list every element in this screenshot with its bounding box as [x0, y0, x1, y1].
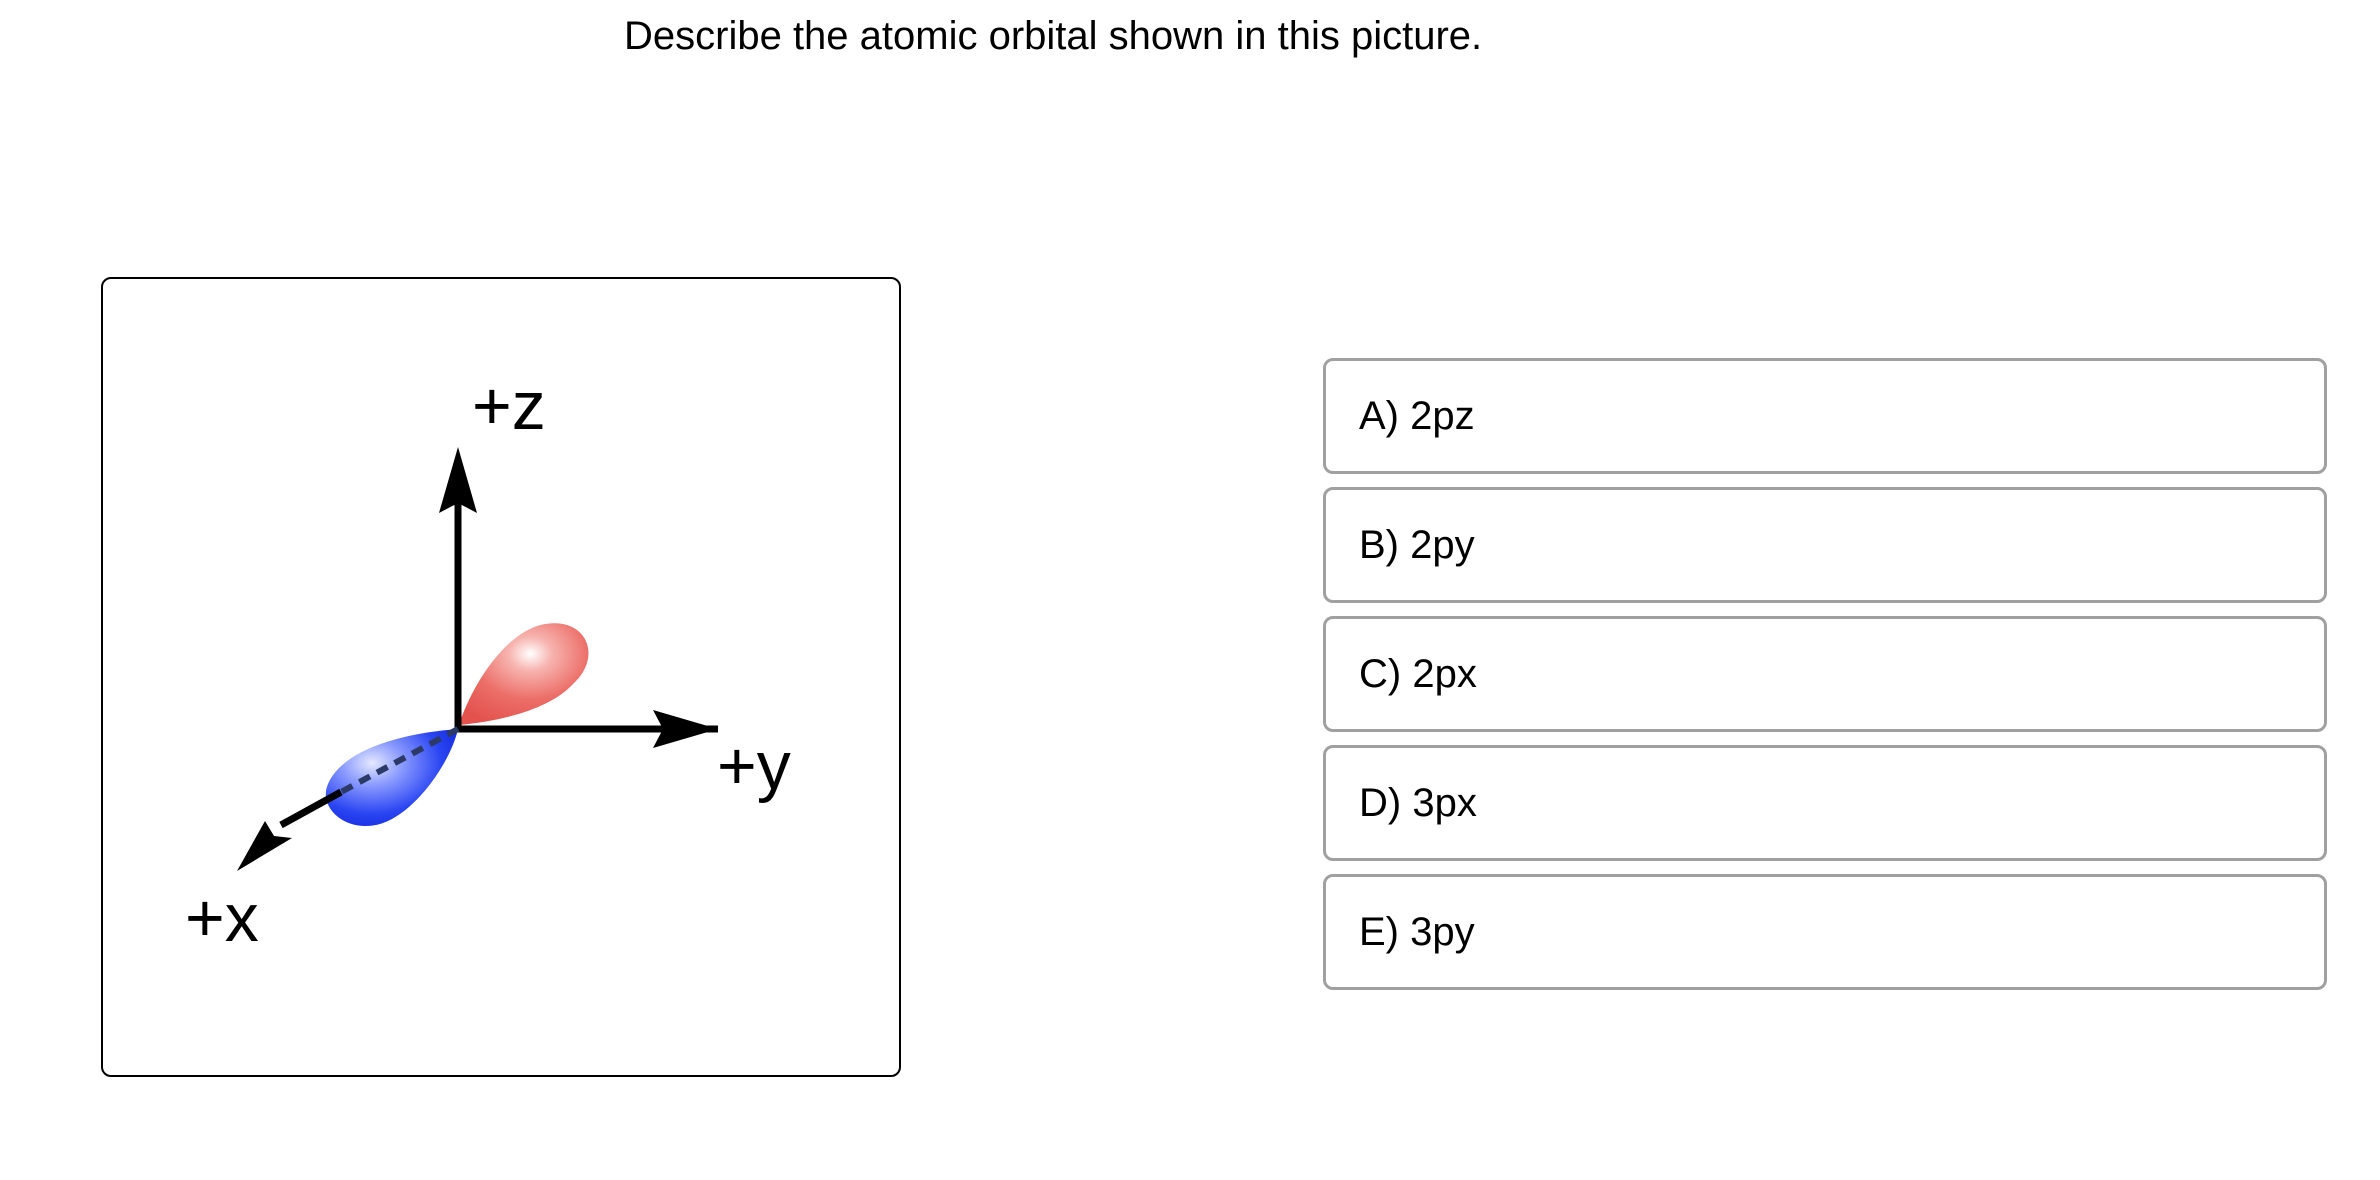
answer-options: A) 2pz B) 2py C) 2px D) 3px E) 3py [1323, 358, 2327, 1003]
option-a[interactable]: A) 2pz [1323, 358, 2327, 474]
x-axis-arrowhead [237, 821, 292, 871]
orbital-figure: +z +y +x [101, 277, 901, 1077]
option-b[interactable]: B) 2py [1323, 487, 2327, 603]
x-axis-hidden [339, 726, 460, 795]
option-e[interactable]: E) 3py [1323, 874, 2327, 990]
upper-lobe [459, 623, 589, 725]
orbital-diagram: +z +y +x [185, 368, 791, 956]
lower-lobe [325, 729, 458, 827]
y-axis-arrowhead [653, 710, 718, 748]
question-text: Describe the atomic orbital shown in thi… [624, 14, 1483, 58]
option-c[interactable]: C) 2px [1323, 616, 2327, 732]
y-axis-label: +y [717, 728, 791, 804]
z-axis-arrowhead [439, 447, 477, 513]
z-axis-label: +z [472, 368, 546, 444]
x-axis [279, 788, 343, 829]
option-d[interactable]: D) 3px [1323, 745, 2327, 861]
x-axis-label: +x [185, 880, 259, 956]
